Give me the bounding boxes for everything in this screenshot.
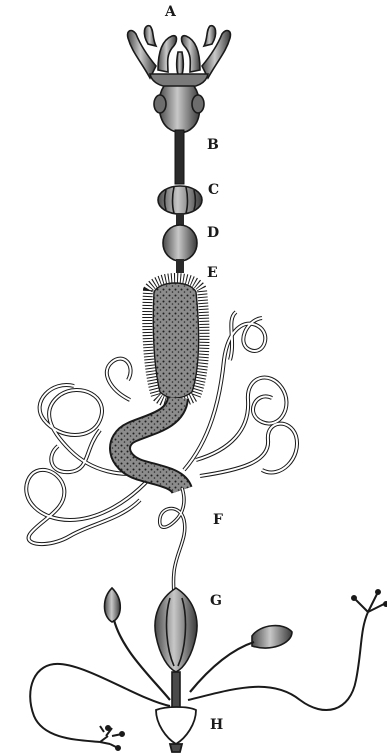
label-f: F xyxy=(213,513,223,527)
label-a: A xyxy=(165,5,176,19)
label-d: D xyxy=(207,226,219,240)
malpighian-tubules-left-inner xyxy=(26,359,160,544)
part-h-terminal-cup xyxy=(156,707,196,752)
label-h: H xyxy=(210,718,223,732)
part-a-mouthparts xyxy=(128,26,231,88)
label-e: E xyxy=(207,266,218,280)
part-c-crop xyxy=(158,186,202,214)
right-accessory-gland xyxy=(190,626,292,692)
label-c: C xyxy=(208,183,219,197)
part-b-esophagus xyxy=(175,130,184,184)
label-g: G xyxy=(210,594,222,608)
part-e-ventricle xyxy=(147,278,204,403)
pharynx-bulb xyxy=(154,86,204,133)
label-b: B xyxy=(207,138,219,152)
part-d-gizzard xyxy=(163,225,197,261)
